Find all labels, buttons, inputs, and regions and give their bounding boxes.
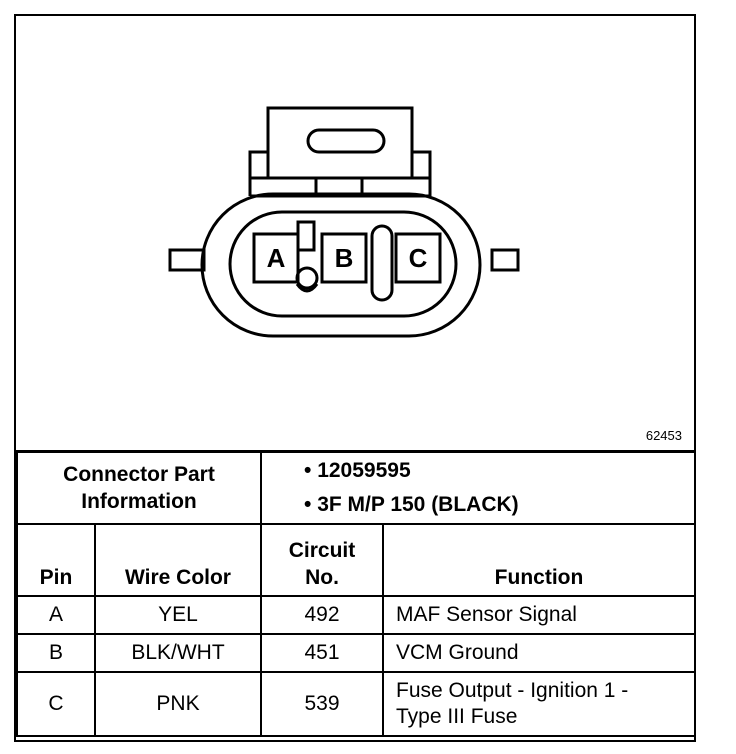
connector-diagram: A B C: [168, 106, 520, 338]
pin-c-cavity: [394, 232, 442, 284]
connector-shoulder: [248, 150, 432, 196]
table-row: B BLK/WHT 451 VCM Ground: [16, 632, 697, 673]
pin-c-label: C: [409, 243, 428, 273]
connector-shell: [200, 192, 482, 338]
key-hole: [295, 266, 319, 290]
table-row: A YEL 492 MAF Sensor Signal: [16, 594, 697, 635]
polarizing-rib: [370, 224, 394, 302]
connector-info-label: Connector Part Information: [16, 450, 262, 525]
right-ear: [490, 248, 520, 272]
left-ear: [168, 248, 206, 272]
connector-info-values: • 12059595 • 3F M/P 150 (BLACK): [259, 450, 697, 525]
header-function: Function: [381, 522, 697, 597]
table-row: C PNK 539 Fuse Output - Ignition 1 - Typ…: [16, 670, 697, 737]
connector-sheet: A B C 62453 Connector Part Information •…: [14, 14, 697, 742]
connector-face: [228, 210, 458, 318]
connector-table: Connector Part Information • 12059595 • …: [16, 450, 697, 737]
pin-a-cavity: [252, 232, 300, 284]
pin-a-label: A: [267, 243, 286, 273]
connector-part-number: • 12059595: [304, 458, 411, 482]
connector-terminal-type: • 3F M/P 150 (BLACK): [304, 492, 519, 516]
figure-number: 62453: [645, 428, 682, 443]
key-slot: [296, 220, 316, 252]
pin-b-label: B: [335, 243, 354, 273]
latch-tab: [266, 106, 414, 178]
latch-slot: [306, 128, 386, 154]
header-wire-color: Wire Color: [94, 522, 262, 597]
pin-b-cavity: [320, 232, 368, 284]
header-pin: Pin: [16, 522, 96, 597]
